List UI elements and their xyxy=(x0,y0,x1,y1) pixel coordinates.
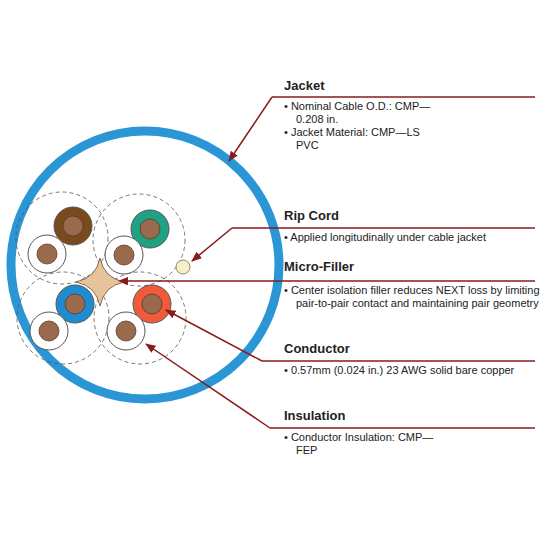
callout-heading: Conductor xyxy=(284,341,350,356)
spec-text: • Jacket Material: CMP—LS PVC xyxy=(280,126,436,152)
callout-heading: Jacket xyxy=(284,78,324,93)
rip-cord xyxy=(176,260,190,274)
callout-heading: Rip Cord xyxy=(284,208,339,223)
cable-jacket xyxy=(11,131,279,399)
spec-text: • Center isolation filler reduces NEXT l… xyxy=(280,284,541,310)
callout-heading: Insulation xyxy=(284,408,345,423)
spec-text: • Conductor Insulation: CMP—FEP xyxy=(280,431,446,457)
spec-text: • 0.57mm (0.024 in.) 23 AWG solid bare c… xyxy=(280,364,541,377)
arrow-head xyxy=(118,277,128,285)
spec-text: • Applied longitudinally under cable jac… xyxy=(280,231,541,244)
spec-text: • Nominal Cable O.D.: CMP—0.208 in. xyxy=(280,100,436,126)
leader-lines xyxy=(126,97,535,428)
conductors xyxy=(28,207,171,350)
callout-heading: Micro-Filler xyxy=(284,259,354,274)
copper-cores xyxy=(37,216,162,341)
pair-boundaries xyxy=(16,192,186,364)
